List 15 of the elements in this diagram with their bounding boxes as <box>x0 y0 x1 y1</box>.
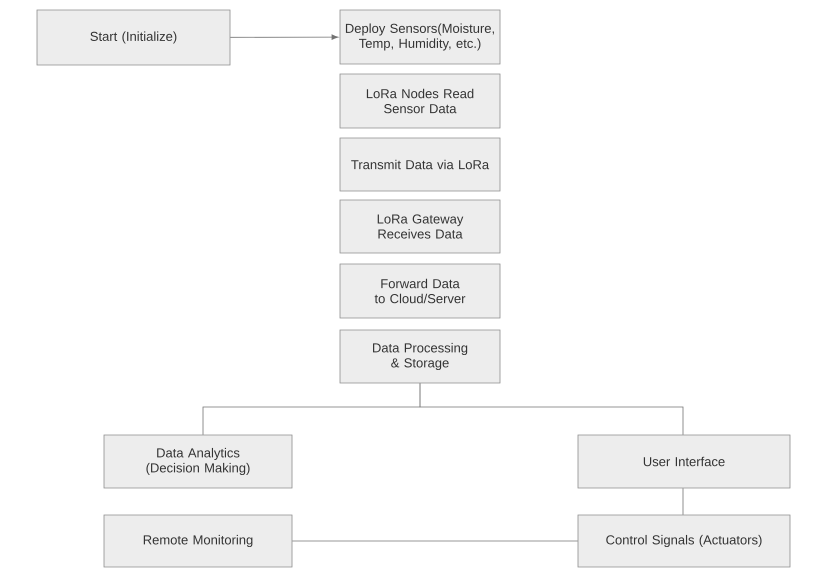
process-box: LoRa Gateway Receives Data <box>340 200 500 254</box>
process-box: Data Processing & Storage <box>340 330 500 384</box>
connector <box>230 34 338 40</box>
process-box: User Interface <box>578 434 790 488</box>
process-box: LoRa Nodes Read Sensor Data <box>340 74 500 128</box>
connector <box>292 540 578 542</box>
process-box: Control Signals (Actuators) <box>578 514 790 568</box>
process-box: Remote Monitoring <box>104 514 292 568</box>
connector <box>420 383 684 435</box>
process-box: Start (Initialize) <box>36 10 230 66</box>
process-box: Data Analytics (Decision Making) <box>104 434 292 488</box>
process-box: Transmit Data via LoRa <box>340 138 500 192</box>
process-box: Forward Data to Cloud/Server <box>340 264 500 318</box>
process-box: Deploy Sensors(Moisture, Temp, Humidity, etc.) <box>340 10 500 64</box>
connector <box>682 488 684 515</box>
